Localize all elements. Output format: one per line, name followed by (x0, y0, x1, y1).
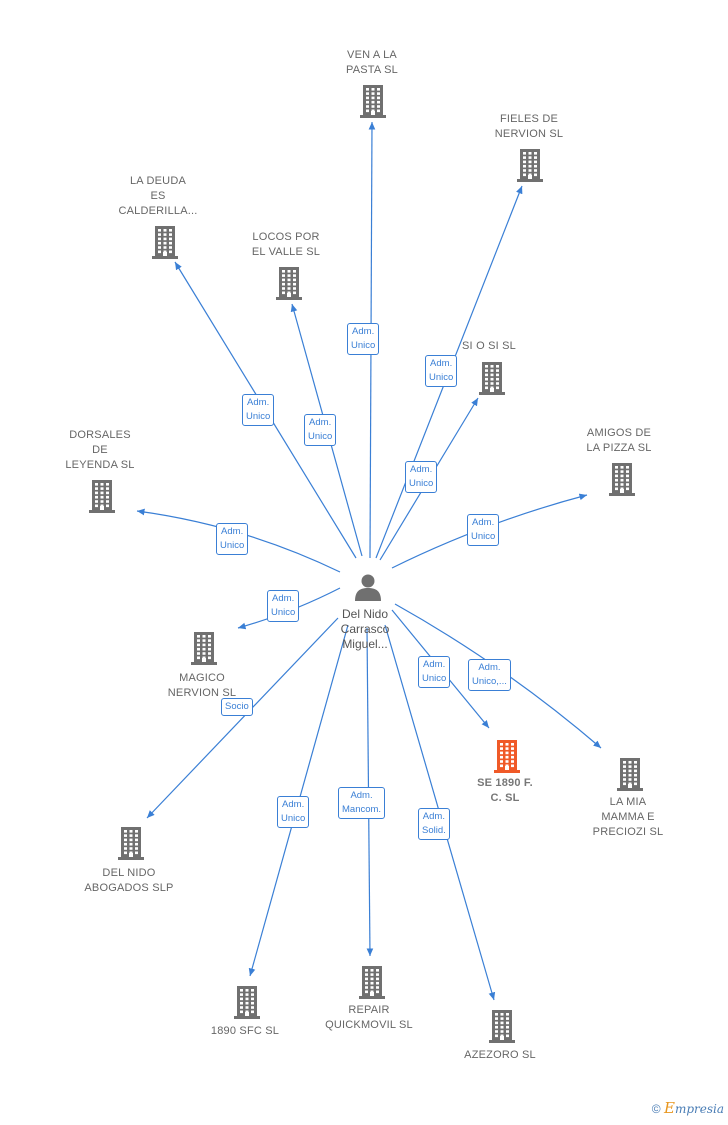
brand-footer: © Empresia (652, 1099, 724, 1117)
role-badge[interactable]: Adm. Unico (277, 796, 310, 828)
relationship-edge (146, 617, 339, 819)
building-icon (617, 758, 643, 791)
building-icon (234, 986, 260, 1019)
company-node-label[interactable]: LA DEUDA ES CALDERILLA... (118, 175, 198, 217)
building-icon (118, 827, 144, 860)
role-badge[interactable]: Adm. Unico (242, 394, 275, 426)
center-person-label[interactable]: Del Nido Carrasco Miguel... (340, 607, 390, 651)
company-node-label[interactable]: DORSALES DE LEYENDA SL (65, 429, 135, 471)
role-badge[interactable]: Adm. Unico (467, 514, 500, 546)
building-icon (517, 149, 543, 182)
building-icon (152, 226, 178, 259)
role-badge[interactable]: Adm. Solid. (418, 808, 450, 840)
role-badge[interactable]: Adm. Unico (304, 414, 337, 446)
role-badge[interactable]: Adm. Unico,... (468, 659, 511, 691)
role-badge[interactable]: Adm. Unico (347, 323, 380, 355)
company-node-label[interactable]: LA MIA MAMMA E PRECIOZI SL (592, 796, 664, 838)
company-node-label[interactable]: AMIGOS DE LA PIZZA SL (586, 427, 652, 454)
building-icon (479, 362, 505, 395)
brand-logo-initial: E (663, 1099, 675, 1117)
role-badge[interactable]: Adm. Unico (425, 355, 458, 387)
building-icon (360, 85, 386, 118)
building-icon (276, 267, 302, 300)
role-badge[interactable]: Adm. Mancom. (338, 787, 386, 819)
role-badge[interactable]: Adm. Unico (418, 656, 451, 688)
company-node-label[interactable]: MAGICO NERVION SL (167, 672, 237, 699)
role-badge[interactable]: Socio (221, 698, 253, 716)
person-icon (355, 574, 381, 601)
copyright-symbol: © (651, 1102, 661, 1116)
building-icon (359, 966, 385, 999)
company-node-label[interactable]: LOCOS POR EL VALLE SL (251, 231, 321, 258)
company-node-label[interactable]: VEN A LA PASTA SL (346, 49, 398, 76)
company-node-label[interactable]: SE 1890 F. C. SL (477, 777, 533, 804)
company-node-label[interactable]: SI O SI SL (462, 340, 516, 352)
company-node-label[interactable]: AZEZORO SL (464, 1049, 536, 1061)
role-badge[interactable]: Adm. Unico (216, 523, 249, 555)
building-icon (609, 463, 635, 496)
building-icon (494, 740, 520, 773)
company-node-label[interactable]: 1890 SFC SL (210, 1025, 280, 1037)
company-node-label[interactable]: FIELES DE NERVION SL (494, 113, 564, 140)
role-badge[interactable]: Adm. Unico (267, 590, 300, 622)
building-icon (191, 632, 217, 665)
role-badge[interactable]: Adm. Unico (405, 461, 438, 493)
company-node-label[interactable]: DEL NIDO ABOGADOS SLP (84, 867, 174, 894)
building-icon (489, 1010, 515, 1043)
brand-logo-text: mpresia (674, 1102, 724, 1116)
building-icon (89, 480, 115, 513)
company-node-label[interactable]: REPAIR QUICKMOVIL SL (325, 1004, 413, 1031)
